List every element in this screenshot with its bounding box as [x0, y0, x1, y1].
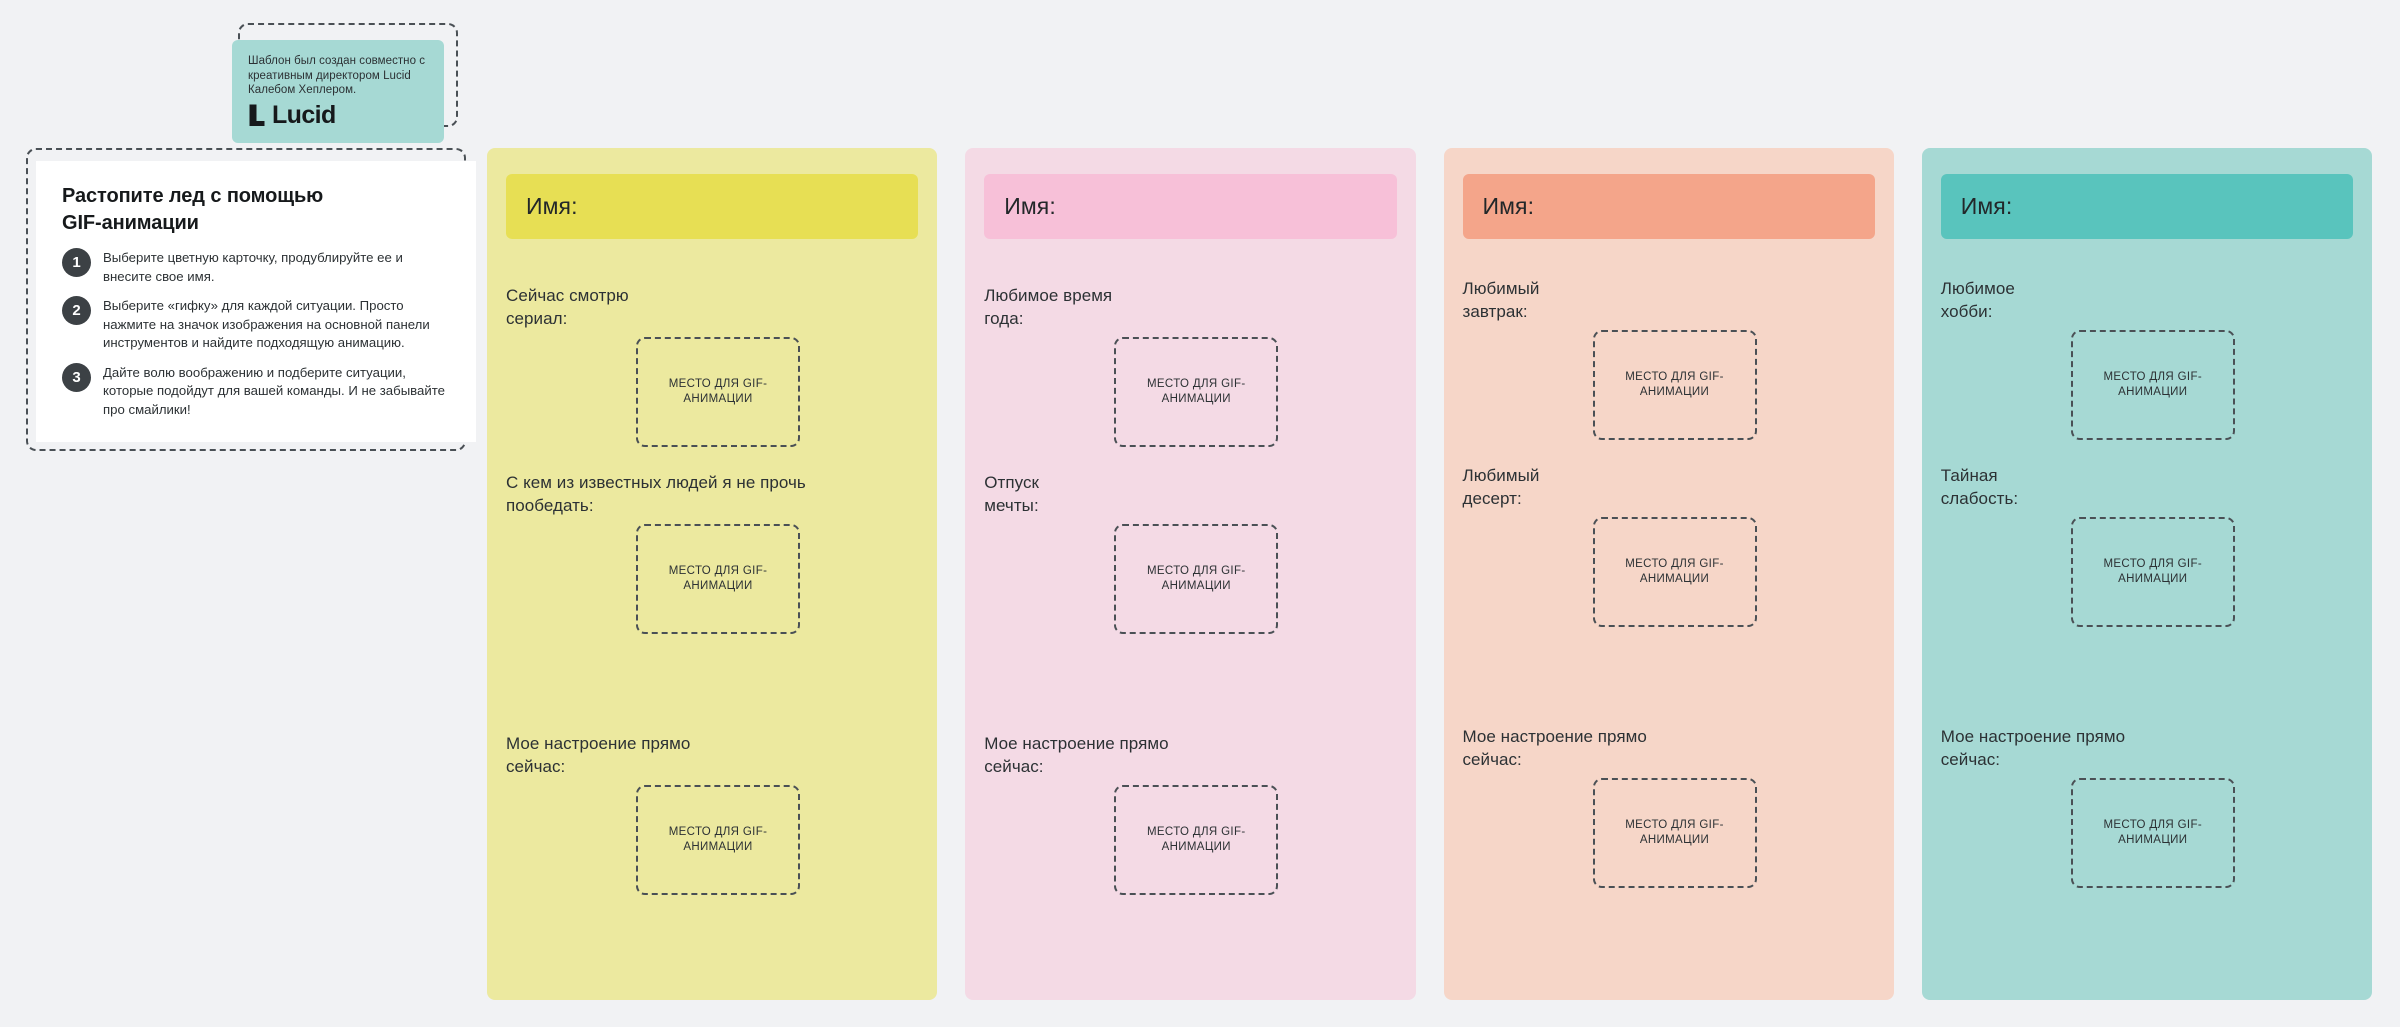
prompt-label: Мое настроение прямо сейчас:: [1940, 727, 2126, 769]
lucid-credit-card: Шаблон был создан совместно с креативным…: [232, 40, 444, 143]
step-text: Выберите «гифку» для каждой ситуации. Пр…: [103, 298, 430, 350]
name-field-label: Имя:: [526, 193, 578, 219]
name-band[interactable]: Имя:: [506, 174, 919, 239]
lucid-credit-note: Шаблон был создан совместно с креативным…: [232, 23, 458, 143]
lucid-logo-mark: [249, 104, 265, 126]
lucid-credit-text: Шаблон был создан совместно с креативным…: [248, 55, 426, 96]
gif-placeholder-text: МЕСТО ДЛЯ GIF-АНИМАЦИИ: [668, 378, 768, 405]
prompt-block: Сейчас смотрю сериал: МЕСТО ДЛЯ GIF-АНИМА…: [506, 284, 918, 447]
name-field-label: Имя:: [1004, 193, 1056, 219]
gif-placeholder-text: МЕСТО ДЛЯ GIF-АНИМАЦИИ: [1625, 371, 1724, 398]
prompt-block: Тайная слабость: МЕСТО ДЛЯ GIF-АНИМАЦИИ: [1941, 464, 2353, 627]
gif-placeholder-text: МЕСТО ДЛЯ GIF-АНИМАЦИИ: [1146, 826, 1246, 853]
prompt-block: Любимый десерт: МЕСТО ДЛЯ GIF-АНИМАЦИИ: [1463, 464, 1875, 627]
gif-placeholder-slot[interactable]: МЕСТО ДЛЯ GIF-АНИМАЦИИ: [2070, 778, 2235, 888]
prompt-label: Мое настроение прямо сейчас:: [984, 734, 1169, 776]
lucid-wordmark: Lucid: [272, 100, 336, 129]
prompt-label: Любимое хобби:: [1940, 279, 2015, 321]
instruction-step: 3 Дайте волю воображению и подберите ситу…: [62, 362, 450, 420]
prompt-label: С кем из известных людей я не прочь пооб…: [506, 473, 806, 515]
step-number-badge: 2: [62, 296, 91, 325]
instruction-step: 1 Выберите цветную карточку, продублируйт…: [62, 247, 450, 286]
gif-placeholder-text: МЕСТО ДЛЯ GIF-АНИМАЦИИ: [668, 565, 768, 592]
gif-placeholder-slot[interactable]: МЕСТО ДЛЯ GIF-АНИМАЦИИ: [1592, 330, 1757, 440]
name-field-label: Имя:: [1482, 193, 1535, 219]
persona-column-pink[interactable]: Имя: Любимое время года: МЕСТО ДЛЯ GIF-АНИ…: [965, 148, 1416, 1000]
name-band[interactable]: Имя:: [1940, 174, 2353, 239]
prompt-label: Мое настроение прямо сейчас:: [506, 734, 691, 776]
prompt-block: Мое настроение прямо сейчас: МЕСТО ДЛЯ GI…: [1941, 725, 2353, 888]
prompt-block: Мое настроение прямо сейчас: МЕСТО ДЛЯ GI…: [506, 732, 918, 895]
instruction-step: 2 Выберите «гифку» для каждой ситуации. П…: [62, 295, 450, 353]
persona-column-yellow[interactable]: Имя: Сейчас смотрю сериал: МЕСТО ДЛЯ GIF-А…: [487, 148, 938, 1000]
gif-placeholder-slot[interactable]: МЕСТО ДЛЯ GIF-АНИМАЦИИ: [1592, 517, 1757, 627]
gif-placeholder-text: МЕСТО ДЛЯ GIF-АНИМАЦИИ: [2103, 558, 2203, 585]
prompt-block: Отпуск мечты: МЕСТО ДЛЯ GIF-АНИМАЦИИ: [984, 471, 1396, 634]
board-columns: Имя: Сейчас смотрю сериал: МЕСТО ДЛЯ GIF-А…: [487, 148, 2372, 1000]
step-number-badge: 1: [62, 248, 91, 277]
gif-placeholder-slot[interactable]: МЕСТО ДЛЯ GIF-АНИМАЦИИ: [636, 785, 800, 895]
instructions-title: Растопите лед с помощью GIF-анимации: [62, 185, 324, 234]
gif-placeholder-slot[interactable]: МЕСТО ДЛЯ GIF-АНИМАЦИИ: [1114, 337, 1279, 447]
gif-placeholder-slot[interactable]: МЕСТО ДЛЯ GIF-АНИМАЦИИ: [2070, 517, 2235, 627]
gif-placeholder-text: МЕСТО ДЛЯ GIF-АНИМАЦИИ: [1625, 558, 1724, 585]
gif-placeholder-text: МЕСТО ДЛЯ GIF-АНИМАЦИИ: [668, 826, 768, 853]
gif-placeholder-text: МЕСТО ДЛЯ GIF-АНИМАЦИИ: [1146, 565, 1246, 592]
prompt-label: Сейчас смотрю сериал:: [506, 286, 629, 328]
step-text: Выберите цветную карточку, продублируйте…: [103, 250, 403, 284]
prompt-block: Любимый завтрак: МЕСТО ДЛЯ GIF-АНИМАЦИИ: [1463, 277, 1875, 440]
prompt-block: Любимое хобби: МЕСТО ДЛЯ GIF-АНИМАЦИИ: [1941, 277, 2353, 440]
prompt-label: Отпуск мечты:: [984, 473, 1040, 515]
gif-placeholder-slot[interactable]: МЕСТО ДЛЯ GIF-АНИМАЦИИ: [1592, 778, 1757, 888]
gif-placeholder-slot[interactable]: МЕСТО ДЛЯ GIF-АНИМАЦИИ: [636, 524, 800, 634]
persona-column-orange[interactable]: Имя: Любимый завтрак: МЕСТО ДЛЯ GIF-АНИМАЦ…: [1443, 148, 1894, 1000]
prompt-label: Любимый десерт:: [1462, 466, 1540, 508]
gif-placeholder-text: МЕСТО ДЛЯ GIF-АНИМАЦИИ: [2103, 819, 2203, 846]
name-band[interactable]: Имя:: [1462, 174, 1875, 239]
prompt-label: Тайная слабость:: [1940, 466, 2019, 508]
step-number-badge: 3: [62, 362, 91, 392]
prompt-block: Мое настроение прямо сейчас: МЕСТО ДЛЯ GI…: [984, 732, 1396, 895]
prompt-label: Мое настроение прямо сейчас:: [1462, 727, 1647, 769]
prompt-block: С кем из известных людей я не прочь пооб…: [506, 471, 918, 634]
instructions-steps-list: 1 Выберите цветную карточку, продублируйт…: [62, 247, 450, 419]
gif-placeholder-slot[interactable]: МЕСТО ДЛЯ GIF-АНИМАЦИИ: [636, 337, 800, 447]
lucid-logo: Lucid: [248, 100, 428, 129]
name-band[interactable]: Имя:: [984, 174, 1397, 239]
gif-placeholder-text: МЕСТО ДЛЯ GIF-АНИМАЦИИ: [2103, 371, 2203, 398]
gif-placeholder-text: МЕСТО ДЛЯ GIF-АНИМАЦИИ: [1146, 378, 1246, 405]
gif-placeholder-slot[interactable]: МЕСТО ДЛЯ GIF-АНИМАЦИИ: [2070, 330, 2235, 440]
prompt-block: Любимое время года: МЕСТО ДЛЯ GIF-АНИМАЦИ…: [984, 284, 1396, 447]
name-field-label: Имя:: [1960, 193, 2013, 219]
step-text: Дайте волю воображению и подберите ситуа…: [103, 364, 445, 417]
gif-placeholder-text: МЕСТО ДЛЯ GIF-АНИМАЦИИ: [1625, 819, 1724, 846]
persona-column-teal[interactable]: Имя: Любимое хобби: МЕСТО ДЛЯ GIF-АНИМАЦИИ…: [1921, 148, 2372, 1000]
prompt-label: Любимое время года:: [984, 286, 1113, 328]
gif-placeholder-slot[interactable]: МЕСТО ДЛЯ GIF-АНИМАЦИИ: [1114, 524, 1279, 634]
prompt-block: Мое настроение прямо сейчас: МЕСТО ДЛЯ GI…: [1463, 725, 1875, 888]
gif-placeholder-slot[interactable]: МЕСТО ДЛЯ GIF-АНИМАЦИИ: [1114, 785, 1279, 895]
prompt-label: Любимый завтрак:: [1462, 279, 1540, 321]
